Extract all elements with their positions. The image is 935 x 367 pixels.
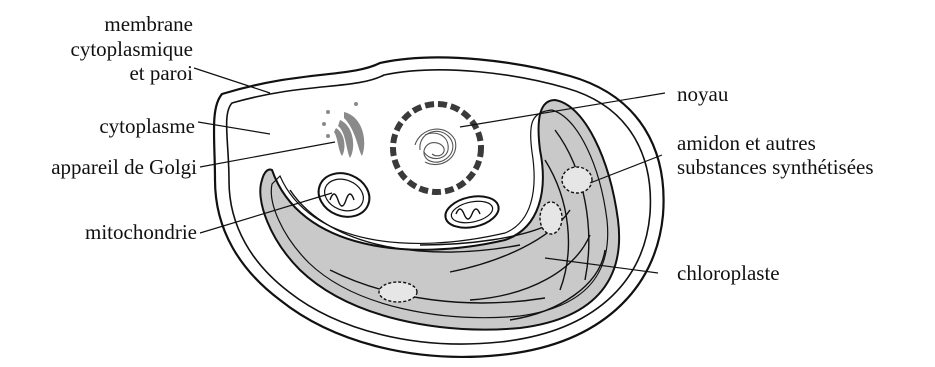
- label-amidon-line2: substances synthétisées: [677, 155, 874, 179]
- label-noyau: noyau: [677, 82, 728, 106]
- label-mitochondrie: mitochondrie: [85, 220, 197, 244]
- starch-granule: [562, 167, 592, 193]
- mitochondrion: [312, 166, 376, 224]
- label-cytoplasme: cytoplasme: [99, 114, 195, 138]
- label-chloroplaste: chloroplaste: [677, 261, 780, 285]
- mitochondrion: [442, 192, 501, 233]
- starch-granule: [379, 282, 417, 302]
- label-membrane-line2: cytoplasmique: [71, 37, 193, 61]
- starch-granule: [540, 202, 562, 234]
- label-membrane-line3: et paroi: [129, 61, 193, 85]
- label-amidon-line1: amidon et autres: [677, 131, 816, 155]
- label-golgi: appareil de Golgi: [51, 155, 197, 179]
- golgi-apparatus: [322, 102, 364, 158]
- label-membrane-line1: membrane: [104, 12, 193, 36]
- nucleus: [393, 104, 481, 192]
